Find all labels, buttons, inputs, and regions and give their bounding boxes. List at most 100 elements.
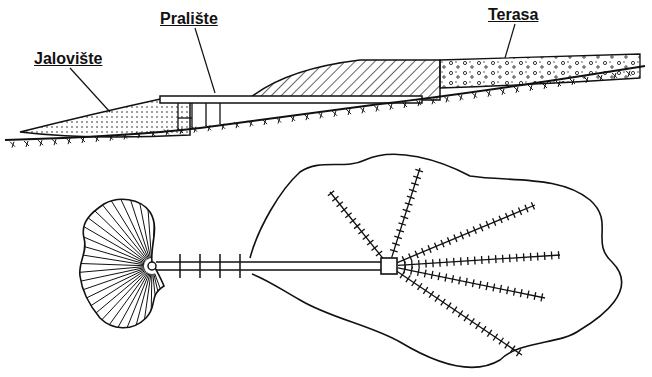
stroke bbox=[194, 127, 196, 133]
stroke bbox=[409, 189, 417, 191]
stroke bbox=[26, 141, 28, 147]
stroke bbox=[445, 274, 447, 282]
stroke bbox=[367, 240, 373, 245]
stroke bbox=[472, 93, 477, 98]
stroke bbox=[600, 75, 602, 81]
stroke bbox=[499, 216, 502, 223]
stroke bbox=[493, 218, 496, 225]
stroke bbox=[54, 139, 56, 145]
ground-line bbox=[5, 66, 645, 140]
stroke bbox=[499, 338, 503, 345]
stroke bbox=[304, 114, 309, 119]
stroke bbox=[354, 224, 360, 229]
stroke bbox=[65, 241, 144, 264]
stroke bbox=[432, 259, 434, 267]
stroke bbox=[180, 128, 182, 134]
stroke bbox=[136, 132, 141, 137]
stroke bbox=[96, 136, 98, 142]
stroke bbox=[332, 196, 338, 201]
stroke bbox=[544, 252, 546, 260]
stroke bbox=[360, 107, 365, 112]
stroke bbox=[122, 134, 127, 139]
stroke bbox=[511, 346, 515, 353]
stroke bbox=[514, 288, 516, 296]
stroke bbox=[422, 248, 425, 255]
stroke bbox=[10, 142, 15, 147]
stroke bbox=[178, 128, 183, 133]
stroke bbox=[153, 177, 167, 258]
stroke bbox=[99, 272, 147, 338]
stroke bbox=[447, 303, 451, 310]
stroke bbox=[482, 326, 486, 333]
stroke bbox=[418, 268, 420, 276]
stroke bbox=[556, 81, 561, 86]
stroke bbox=[372, 246, 378, 251]
stroke bbox=[487, 330, 491, 337]
stroke bbox=[544, 83, 546, 89]
stroke bbox=[345, 213, 351, 218]
stroke bbox=[537, 252, 539, 260]
stroke bbox=[551, 252, 553, 260]
stroke bbox=[108, 273, 148, 345]
stroke bbox=[481, 256, 483, 264]
stroke bbox=[407, 196, 415, 198]
stroke bbox=[500, 89, 505, 94]
stroke bbox=[236, 122, 238, 128]
stroke bbox=[460, 95, 462, 101]
stroke bbox=[330, 192, 383, 259]
stroke bbox=[376, 106, 378, 112]
stroke bbox=[531, 202, 534, 209]
stroke bbox=[518, 208, 521, 215]
stroke bbox=[392, 243, 400, 245]
stroke bbox=[80, 212, 145, 261]
part-label: Jalovište bbox=[34, 50, 102, 68]
stroke bbox=[486, 221, 489, 228]
stroke bbox=[264, 119, 266, 125]
stroke bbox=[488, 91, 490, 97]
stroke bbox=[146, 176, 152, 258]
stroke bbox=[262, 119, 267, 124]
stroke bbox=[400, 272, 404, 279]
stroke bbox=[628, 71, 630, 77]
stroke bbox=[12, 142, 14, 148]
stroke bbox=[430, 98, 435, 103]
stroke bbox=[374, 106, 379, 111]
stroke bbox=[332, 111, 337, 116]
stroke bbox=[415, 251, 418, 258]
stroke bbox=[192, 127, 197, 132]
stroke bbox=[155, 274, 183, 351]
stroke bbox=[418, 283, 422, 290]
stroke bbox=[409, 253, 412, 260]
stroke bbox=[222, 124, 224, 130]
stroke bbox=[306, 114, 308, 120]
stroke bbox=[435, 243, 438, 250]
stroke bbox=[441, 240, 444, 247]
stroke bbox=[432, 98, 434, 104]
stroke bbox=[390, 250, 398, 252]
stroke bbox=[424, 270, 426, 278]
stroke bbox=[337, 202, 343, 207]
stroke bbox=[439, 259, 441, 267]
stroke bbox=[486, 282, 488, 290]
stroke bbox=[460, 232, 463, 239]
stroke bbox=[542, 83, 547, 88]
stroke bbox=[558, 251, 560, 259]
stroke bbox=[108, 135, 113, 140]
stroke bbox=[94, 136, 99, 141]
stroke bbox=[363, 235, 369, 240]
stroke bbox=[467, 257, 469, 265]
stroke bbox=[398, 255, 560, 265]
stroke bbox=[278, 117, 280, 123]
stroke bbox=[452, 307, 456, 314]
stroke bbox=[527, 291, 529, 299]
part-label: Terasa bbox=[488, 6, 538, 24]
stroke bbox=[586, 77, 588, 83]
stroke bbox=[62, 263, 144, 266]
stroke bbox=[502, 255, 504, 263]
stroke bbox=[512, 210, 515, 217]
washing-platform bbox=[160, 96, 422, 103]
stroke bbox=[474, 256, 476, 264]
stroke bbox=[528, 85, 533, 90]
overburden-mound bbox=[250, 60, 440, 100]
stroke bbox=[248, 121, 253, 126]
